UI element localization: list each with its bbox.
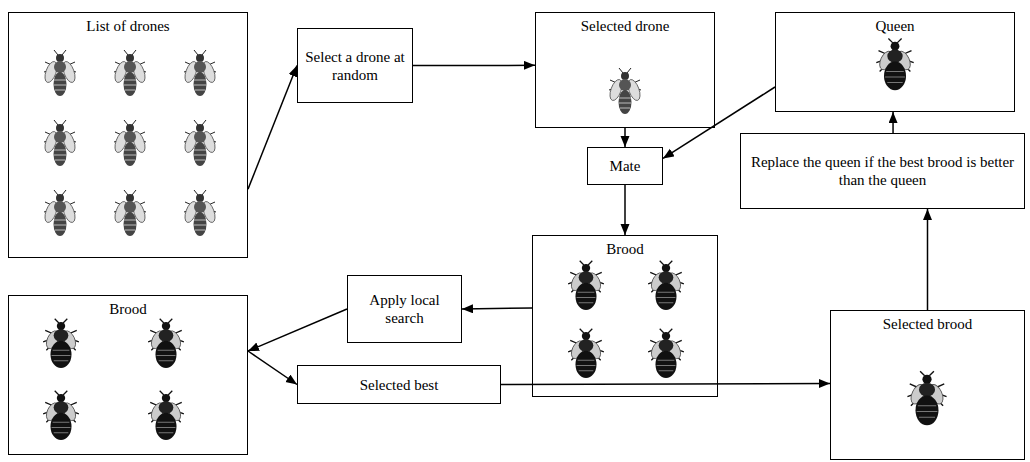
arrow-connector	[248, 351, 297, 385]
brood-icon	[568, 261, 604, 310]
brood-box: Brood	[8, 295, 248, 455]
bee-icon	[183, 120, 218, 166]
bee-icon	[43, 190, 78, 236]
node-label: Selected brood	[883, 315, 973, 333]
node-label: Select a drone at random	[304, 48, 406, 84]
arrow-connector	[248, 309, 347, 351]
drone-list-box: List of drones	[8, 12, 248, 258]
brood-icon	[568, 329, 604, 378]
node-label: List of drones	[86, 17, 169, 35]
brood-icon	[148, 391, 184, 440]
process-box: Mate	[587, 147, 663, 185]
brood-icon	[43, 391, 79, 440]
brood-icon	[43, 319, 79, 368]
arrow-connector	[624, 128, 626, 147]
brood-icon	[648, 329, 684, 378]
brood-bees	[43, 261, 684, 440]
node-label: Brood	[606, 240, 644, 258]
brood-box: Brood	[532, 235, 718, 397]
process-box: Select a drone at random	[297, 28, 413, 103]
node-label: Selected drone	[581, 17, 670, 35]
bee-icon	[183, 190, 218, 236]
brood-icon	[148, 319, 184, 368]
selected-drone-box: Selected drone	[535, 12, 715, 128]
selected-brood-icon	[907, 371, 946, 425]
arrow-connector	[413, 65, 535, 67]
queen-box: Queen	[775, 12, 1015, 112]
bee-icon	[113, 120, 148, 166]
process-box: Selected best	[297, 365, 501, 404]
arrow-connector	[248, 66, 297, 190]
drone-bees	[43, 50, 218, 236]
queen-icon	[876, 39, 913, 91]
arrow-connector	[624, 185, 626, 235]
node-label: Apply local search	[354, 291, 455, 327]
arrow-connector	[892, 112, 894, 133]
node-label: Queen	[875, 17, 914, 35]
arrow-connector	[462, 308, 532, 309]
arrow-connector	[663, 87, 775, 158]
selected-drone-icon	[608, 68, 643, 114]
process-box: Apply local search	[347, 275, 462, 343]
bee-icon	[113, 50, 148, 96]
arrow-connector	[501, 384, 830, 385]
brood-icon	[648, 261, 684, 310]
node-label: Mate	[610, 157, 641, 175]
bee-icon	[43, 50, 78, 96]
process-box: Replace the queen if the best brood is b…	[740, 133, 1025, 209]
node-label: Replace the queen if the best brood is b…	[747, 153, 1018, 189]
selected-brood-box: Selected brood	[830, 310, 1025, 460]
bee-icon	[113, 190, 148, 236]
node-label: Selected best	[360, 376, 439, 394]
node-label: Brood	[109, 300, 147, 318]
bee-icon	[43, 120, 78, 166]
arrow-connector	[927, 209, 929, 310]
bee-icon	[183, 50, 218, 96]
